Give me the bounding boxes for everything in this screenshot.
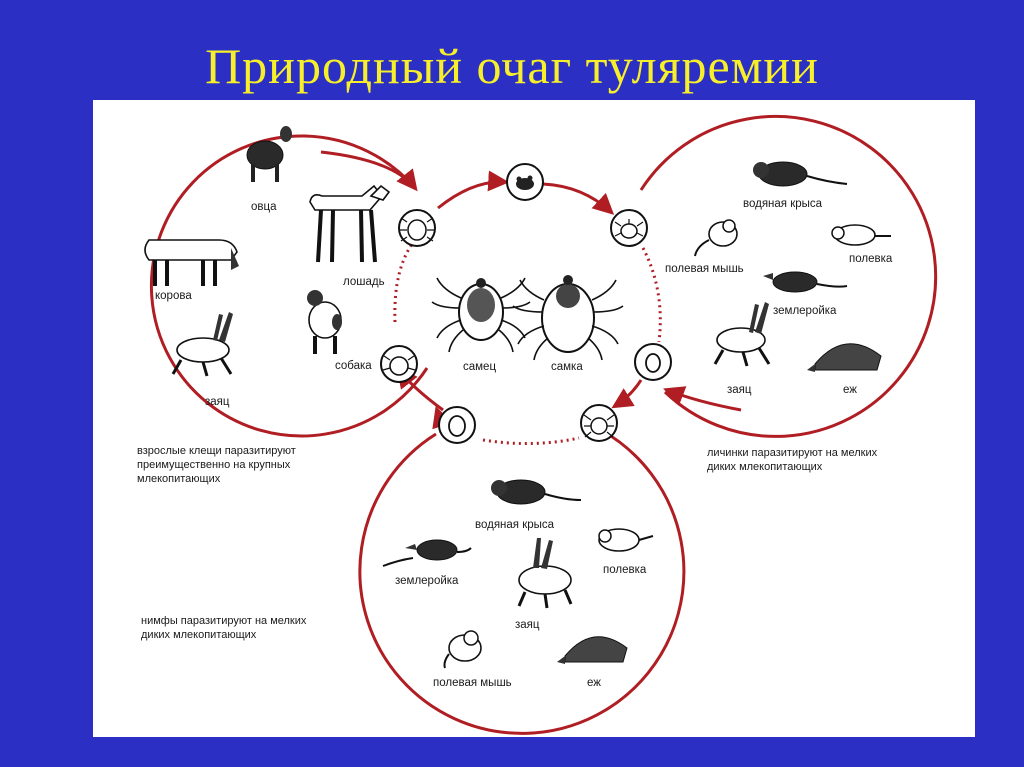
engorged-larva-icon — [634, 343, 672, 381]
nymph-stage-icon — [580, 404, 618, 442]
vole-icon-nymphs — [598, 528, 654, 552]
field-mouse-icon-nymphs — [443, 630, 482, 669]
water-rat-label: водяная крыса — [743, 198, 823, 210]
horse-icon — [309, 184, 391, 263]
field-mouse-label: полевая мышь — [665, 263, 744, 275]
arrow-adults-in — [320, 150, 418, 192]
larva-stage-icon — [610, 209, 648, 247]
hare-label-nymphs: заяц — [515, 619, 540, 631]
diagram-panel: самец самка овца лошадь корова собака за… — [93, 100, 975, 737]
cycle-dotted-right — [641, 247, 662, 343]
female-label: самка — [551, 361, 583, 373]
water-rat-icon-nymphs — [491, 479, 582, 505]
hare-label: заяц — [205, 396, 230, 408]
field-mouse-label-nymphs: полевая мышь — [433, 677, 512, 689]
larvae-host-circle — [639, 114, 938, 438]
male-tick-icon — [431, 277, 531, 353]
nymphs-host-circle — [358, 428, 686, 735]
dog-icon — [307, 290, 342, 354]
engorged-nymph-icon — [438, 406, 476, 444]
hedgehog-label-nymphs: еж — [587, 677, 601, 689]
sheep-icon — [246, 126, 292, 182]
cycle-arrow-top-left — [437, 170, 510, 210]
horse-label: лошадь — [343, 276, 385, 288]
hedgehog-icon-nymphs — [557, 636, 628, 664]
cycle-arrow-top-right — [542, 182, 615, 215]
hare-icon — [171, 312, 233, 377]
female-tick-icon — [512, 275, 624, 361]
cycle-dotted-left — [393, 239, 417, 323]
water-rat-icon — [753, 161, 848, 187]
adults-note: взрослые клещи паразитируют преимуществе… — [137, 445, 299, 485]
arrow-larvae-in — [663, 386, 742, 412]
cycle-arrow-bottom-right — [611, 379, 643, 409]
hare-icon-nymphs — [517, 538, 573, 609]
field-mouse-icon — [694, 219, 738, 257]
vole-label: полевка — [849, 253, 893, 265]
shrew-icon — [763, 271, 848, 293]
shrew-label-nymphs: землеройка — [395, 575, 459, 587]
shrew-label-larvae: землеройка — [773, 305, 837, 317]
slide-title: Природный очаг туляремии — [205, 38, 819, 94]
water-rat-label-nymphs: водяная крыса — [475, 519, 555, 531]
hare-label-larvae: заяц — [727, 384, 752, 396]
hedgehog-icon — [807, 343, 882, 372]
engorged-adult-icon — [380, 345, 418, 383]
adults-host-circle — [149, 134, 429, 438]
cow-icon — [144, 239, 239, 286]
tick-life-cycle-diagram: самец самка овца лошадь корова собака за… — [137, 114, 938, 735]
nymphs-note: нимфы паразитируют на мелких диких млеко… — [141, 615, 309, 641]
sheep-label: овца — [251, 201, 277, 213]
eggs-icon — [506, 163, 544, 201]
hedgehog-label-larvae: еж — [843, 384, 857, 396]
dog-label: собака — [335, 360, 372, 372]
male-label: самец — [463, 361, 496, 373]
cow-label: корова — [155, 290, 192, 302]
adult-tick-stage-icon — [398, 209, 436, 247]
shrew-icon-nymphs — [382, 539, 472, 567]
larvae-note: личинки паразитируют на мелких диких мле… — [707, 447, 880, 473]
vole-label-nymphs: полевка — [603, 564, 647, 576]
cycle-dotted-bottom — [482, 436, 580, 446]
hare-icon-larvae — [713, 302, 771, 367]
vole-icon — [831, 224, 891, 246]
